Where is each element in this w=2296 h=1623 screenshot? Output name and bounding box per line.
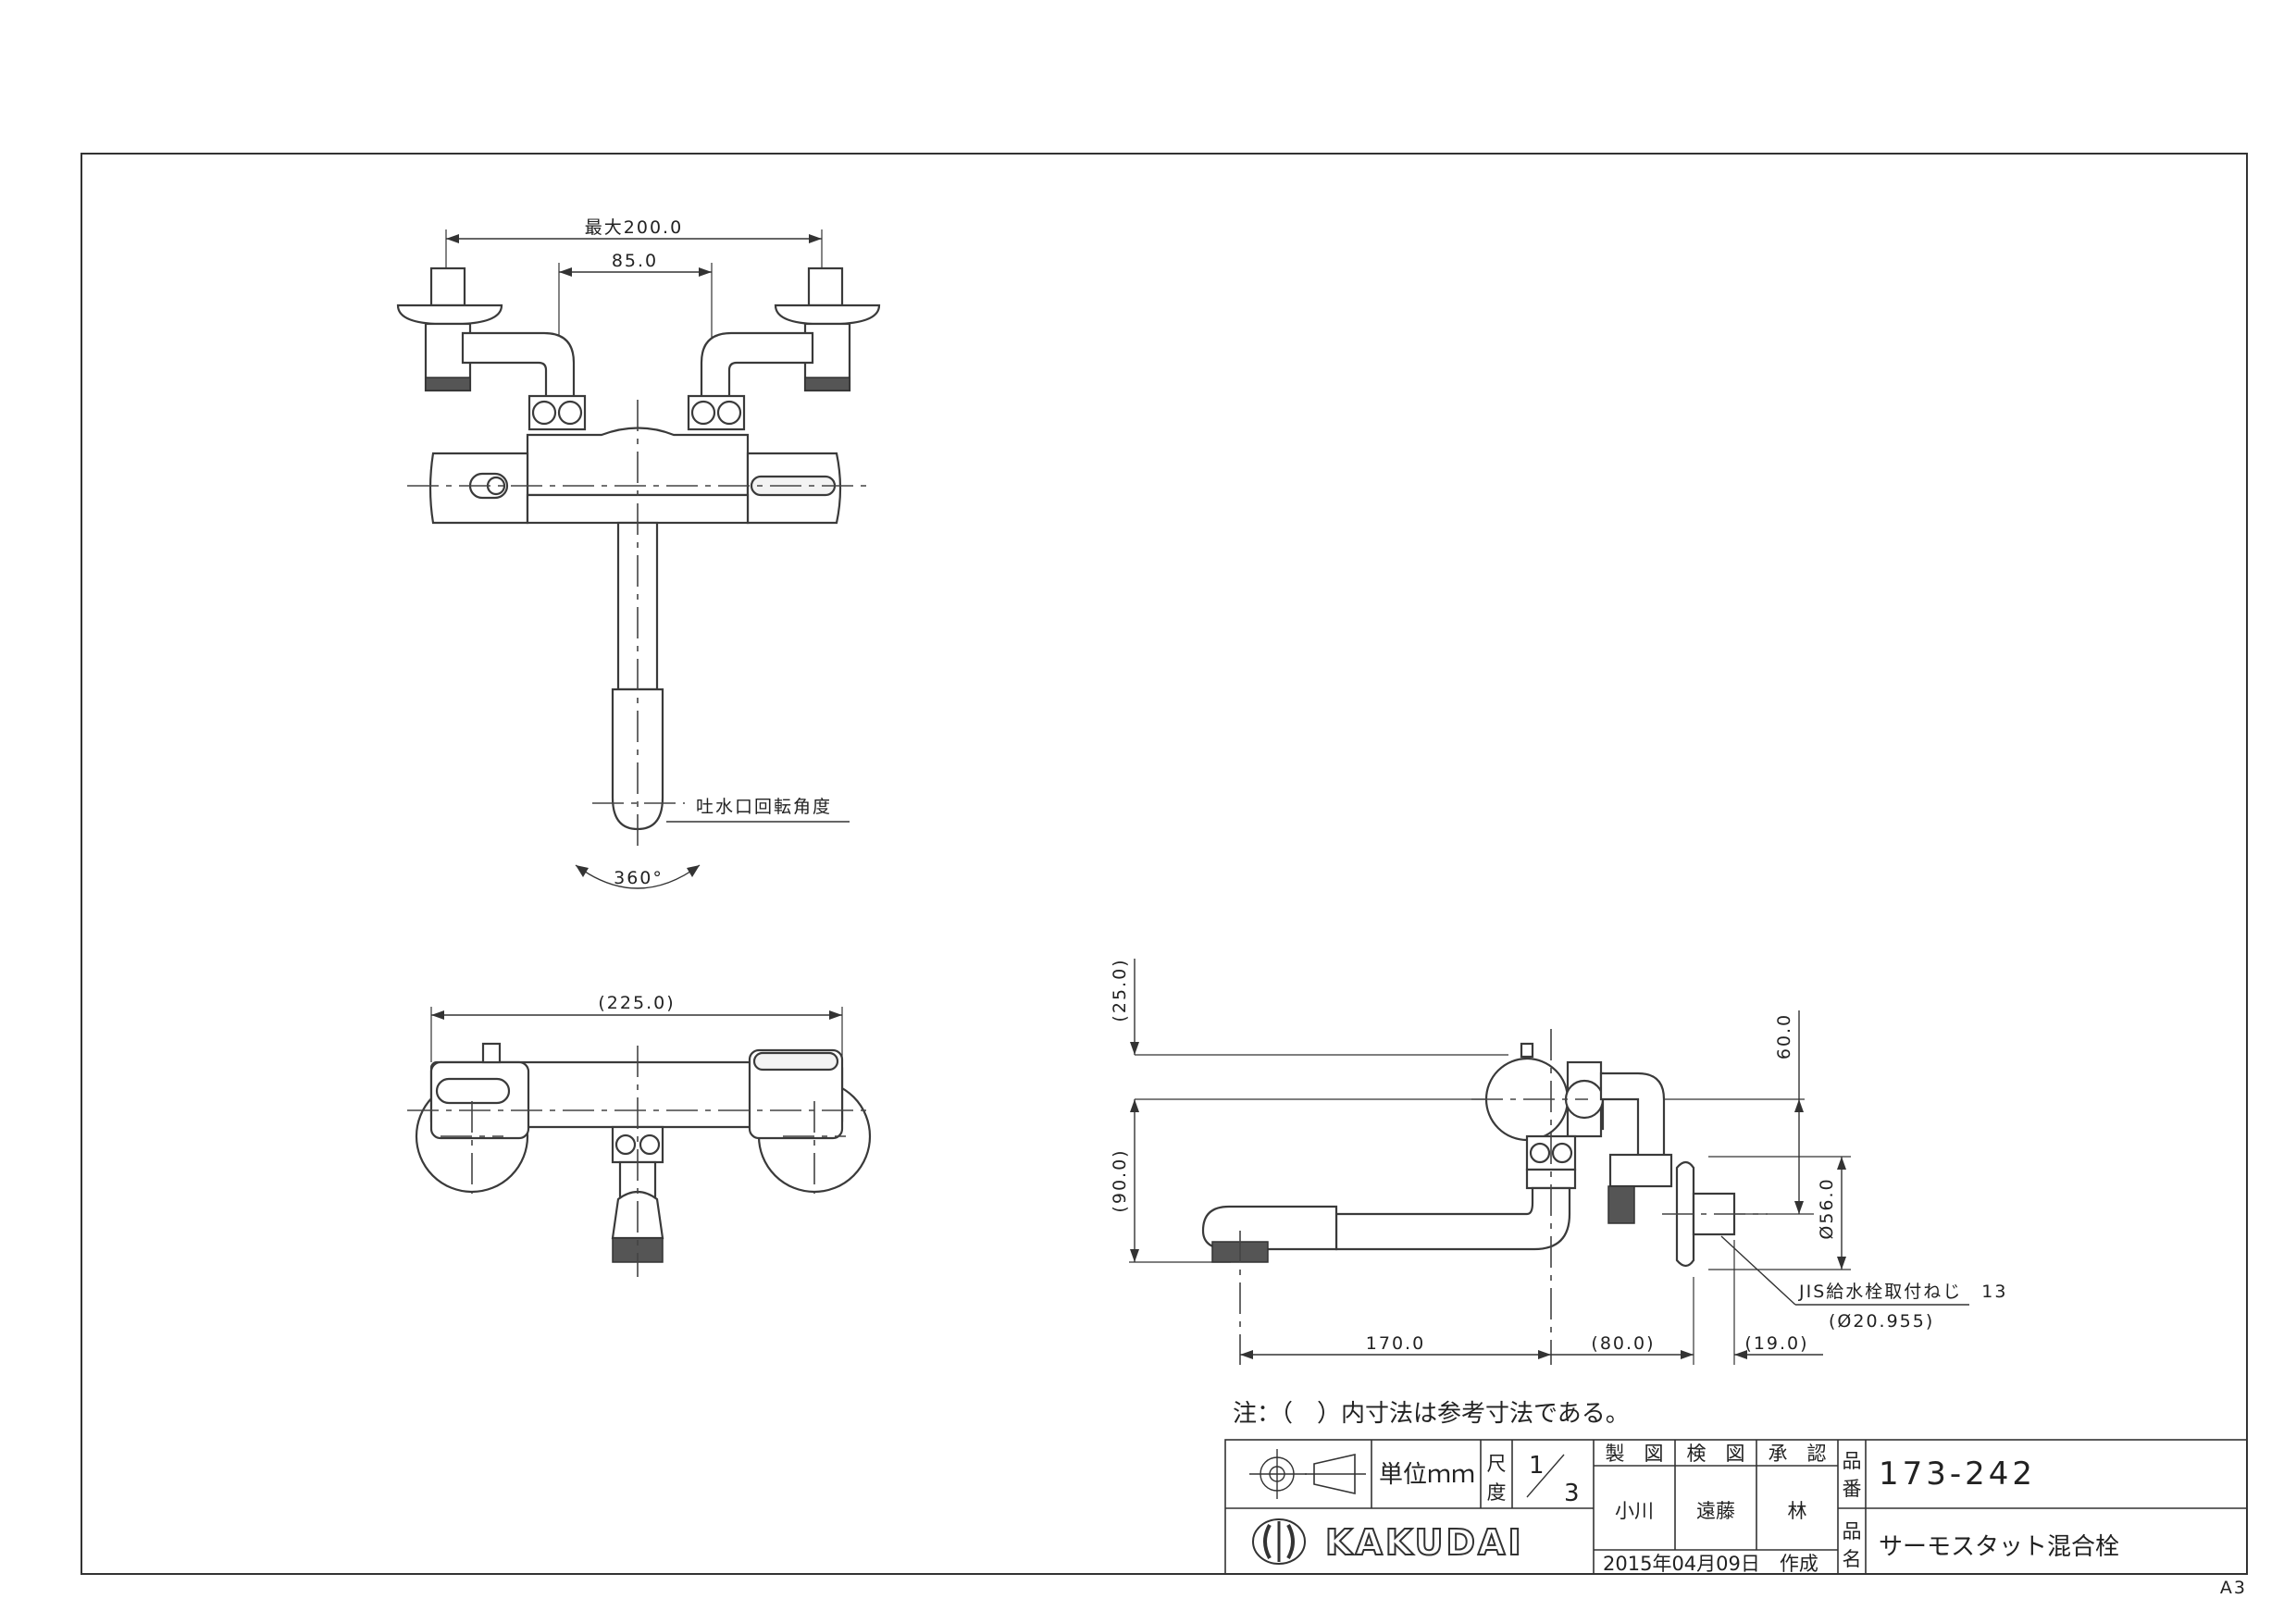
company-logo: KAKUDAI xyxy=(1252,1518,1524,1565)
left-elbow-pipe xyxy=(461,331,576,400)
dim-170-text: 170.0 xyxy=(1366,1333,1425,1354)
left-inlet-nipple xyxy=(429,266,466,307)
projection-symbol xyxy=(1249,1449,1366,1499)
checked-label: 検 図 xyxy=(1687,1443,1745,1465)
part-number: 173-242 xyxy=(1879,1456,2036,1493)
sheet-border xyxy=(81,153,2248,1575)
scale-numerator: 1 xyxy=(1529,1452,1545,1480)
thread-diameter: (Ø20.955) xyxy=(1829,1311,1934,1332)
right-elbow-pipe xyxy=(700,331,814,400)
scale-label-2: 度 xyxy=(1487,1481,1507,1504)
dim-top-text: (25.0) xyxy=(1110,958,1130,1022)
thread-label: JIS給水栓取付ねじ 13 xyxy=(1798,1282,2007,1302)
dim-80-text: (80.0) xyxy=(1591,1333,1655,1354)
rotation-angle: 360° xyxy=(614,868,664,888)
approved-label: 承 認 xyxy=(1769,1443,1827,1465)
spout-rotation-label: 吐水口回転角度 xyxy=(696,797,832,817)
company-name: KAKUDAI xyxy=(1325,1522,1524,1563)
dim-height-text: (90.0) xyxy=(1110,1148,1130,1212)
dim-overall-text: (225.0) xyxy=(598,993,675,1013)
drawing-date: 2015年04月09日 作成 xyxy=(1603,1553,1818,1575)
approved-by: 林 xyxy=(1788,1500,1807,1522)
unit-label: 単位ｍｍ xyxy=(1379,1461,1475,1489)
drawn-label: 製 図 xyxy=(1606,1443,1664,1465)
side-view: (25.0) (90.0) 60.0 Ø56.0 xyxy=(1110,958,2007,1365)
front-view: (225.0) xyxy=(407,993,872,1277)
top-view: 最大200.0 85.0 xyxy=(396,217,881,889)
part-name-label-1: 品 xyxy=(1843,1520,1862,1542)
right-inlet-nipple xyxy=(807,266,844,307)
spout-tip xyxy=(611,688,664,831)
part-name: サーモスタット混合栓 xyxy=(1879,1533,2119,1561)
dim-max-width-text: 最大200.0 xyxy=(585,217,683,238)
drawing-note: 注：（ ）内寸法は参考寸法である。 xyxy=(1233,1400,1630,1428)
side-spout-pipe xyxy=(1334,1186,1571,1251)
checked-by: 遠藤 xyxy=(1696,1500,1735,1522)
dim-60-text: 60.0 xyxy=(1774,1013,1794,1059)
rotation-arc xyxy=(575,864,701,889)
dim-19-text: (19.0) xyxy=(1744,1333,1808,1354)
scale-denominator: 3 xyxy=(1564,1480,1580,1507)
sheet-size-code: A3 xyxy=(2220,1578,2247,1598)
part-no-label-2: 番 xyxy=(1843,1478,1862,1500)
dim-center-text: 85.0 xyxy=(612,251,658,271)
scale-label-1: 尺 xyxy=(1487,1453,1507,1475)
part-no-label-1: 品 xyxy=(1843,1450,1862,1472)
part-name-label-2: 名 xyxy=(1843,1548,1862,1570)
dim-dia-text: Ø56.0 xyxy=(1817,1177,1837,1239)
drawn-by: 小川 xyxy=(1615,1500,1654,1522)
title-block: 単位ｍｍ 尺 度 1 3 製 図 検 図 承 認 小川 遠藤 林 2015年04… xyxy=(1224,1439,2248,1575)
